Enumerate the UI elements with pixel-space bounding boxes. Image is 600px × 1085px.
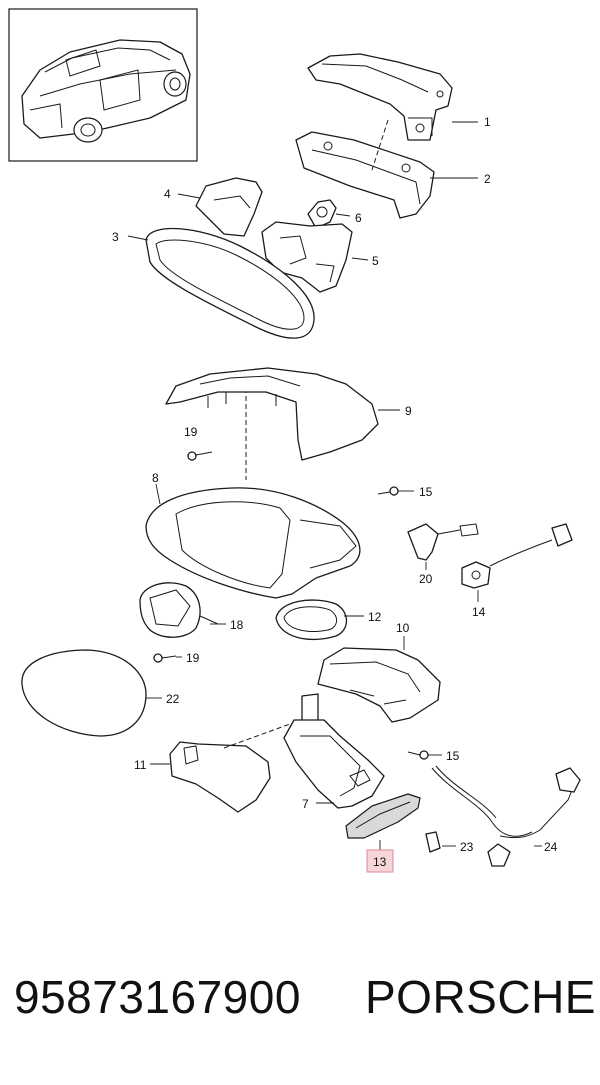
callout-19-lower: 19 bbox=[186, 651, 200, 665]
callout-23: 23 bbox=[460, 840, 474, 854]
part-adjuster bbox=[261, 221, 369, 293]
part-housing-bracket bbox=[177, 177, 263, 237]
callout-10: 10 bbox=[396, 621, 410, 635]
part-wiring-harness bbox=[431, 765, 581, 867]
callout-15-upper: 15 bbox=[419, 485, 433, 499]
part-lower-cover bbox=[317, 636, 441, 723]
part-turn-indicator bbox=[345, 793, 421, 850]
callout-20: 20 bbox=[419, 572, 433, 586]
part-adjustment-motor bbox=[139, 582, 226, 638]
callout-12: 12 bbox=[368, 610, 382, 624]
callout-8: 8 bbox=[152, 471, 159, 485]
callout-11: 11 bbox=[134, 758, 147, 772]
callout-13: 13 bbox=[373, 855, 387, 869]
part-bracket bbox=[307, 53, 478, 141]
part-screw-23 bbox=[425, 831, 456, 853]
callout-9: 9 bbox=[405, 404, 412, 418]
part-number: 95873167900 bbox=[14, 971, 301, 1023]
callout-2: 2 bbox=[484, 172, 491, 186]
part-camera bbox=[461, 523, 573, 602]
part-gasket bbox=[275, 599, 364, 640]
callout-6: 6 bbox=[355, 211, 362, 225]
callout-15-lower: 15 bbox=[446, 749, 460, 763]
callout-labels: 1 2 3 4 5 6 9 19 8 15 20 14 12 18 10 19 … bbox=[112, 115, 558, 873]
part-base bbox=[295, 131, 478, 219]
callout-3: 3 bbox=[112, 230, 119, 244]
part-actuator-pin bbox=[307, 199, 351, 229]
part-mirror-glass bbox=[21, 649, 162, 737]
callout-14: 14 bbox=[472, 605, 486, 619]
callout-5: 5 bbox=[372, 254, 379, 268]
part-connector bbox=[407, 523, 479, 570]
part-upper-cover bbox=[165, 367, 400, 461]
part-mirror-housing bbox=[145, 483, 361, 599]
exploded-parts-diagram: 1 2 3 4 5 6 9 19 8 15 20 14 12 18 10 19 … bbox=[8, 8, 581, 873]
part-screw-19-upper bbox=[187, 451, 213, 461]
callout-18: 18 bbox=[230, 618, 244, 632]
callout-7: 7 bbox=[302, 797, 309, 811]
callout-19-upper: 19 bbox=[184, 425, 198, 439]
part-base-cover bbox=[150, 723, 291, 813]
part-screw-15-lower bbox=[407, 750, 442, 760]
footer: 95873167900 PORSCHE bbox=[0, 970, 600, 1040]
callout-4: 4 bbox=[164, 187, 171, 201]
vehicle-thumbnail bbox=[8, 8, 198, 162]
part-screw-19-lower bbox=[153, 653, 182, 663]
callout-22: 22 bbox=[166, 692, 180, 706]
callout-1: 1 bbox=[484, 115, 491, 129]
brand-name: PORSCHE bbox=[365, 971, 596, 1023]
callout-13-highlight bbox=[366, 849, 394, 873]
part-mounting-arm bbox=[283, 693, 385, 809]
part-screw-15-upper bbox=[377, 486, 414, 496]
callout-24: 24 bbox=[544, 840, 558, 854]
part-mirror-frame bbox=[127, 227, 315, 339]
